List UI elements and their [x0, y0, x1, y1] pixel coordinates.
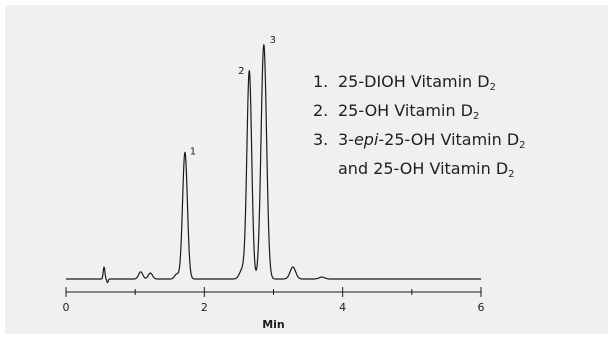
- x-tick-label-4: 4: [339, 301, 346, 314]
- x-tick-label-2: 2: [201, 301, 208, 314]
- peak-label-3: 3: [270, 35, 276, 46]
- legend-subscript: 2: [508, 169, 515, 180]
- chromatogram-trace: [65, 44, 482, 284]
- x-axis-ticks: 0 2 4 6: [63, 287, 485, 314]
- peak-label-1: 1: [190, 146, 196, 157]
- legend-item-3: 3.3-epi-25-OH Vitamin D2 and 25-OH Vitami…: [313, 128, 526, 186]
- legend-italic: epi: [353, 130, 379, 149]
- legend-line: 2.25-OH Vitamin D2: [313, 101, 480, 122]
- legend-line: 1.25-DIOH Vitamin D2: [313, 72, 496, 93]
- legend-subscript: 2: [519, 140, 526, 151]
- x-axis-label: Min: [262, 318, 285, 331]
- x-tick-label-0: 0: [63, 301, 70, 314]
- legend-item-2: 2.25-OH Vitamin D2: [313, 99, 526, 128]
- peak-label-2: 2: [238, 66, 244, 77]
- legend-number: 3.: [313, 130, 329, 149]
- legend-number: 2.: [313, 101, 329, 120]
- x-tick-label-6: 6: [478, 301, 485, 314]
- legend-line: and 25-OH Vitamin D2: [338, 159, 515, 180]
- legend-subscript: 2: [489, 82, 496, 93]
- legend-subscript: 2: [472, 111, 480, 122]
- legend-item-1: 1.25-DIOH Vitamin D2: [313, 70, 526, 99]
- legend-number: 1.: [313, 72, 329, 91]
- peak-labels: 1 2 3: [190, 35, 276, 158]
- legend-line: 3.3-epi-25-OH Vitamin D2: [313, 130, 526, 151]
